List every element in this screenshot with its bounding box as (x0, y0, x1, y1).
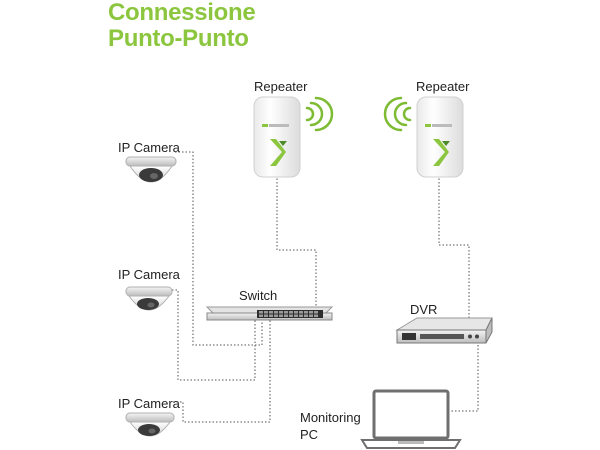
link-camera3-switch (173, 320, 271, 423)
dome-camera-icon (125, 156, 177, 183)
connection-lines (172, 151, 479, 423)
repeater-right-label: Repeater (416, 79, 470, 94)
monitoring-pc-label-line-1: Monitoring (300, 410, 361, 425)
laptop-icon (360, 389, 462, 449)
title-line-1: Connessione (108, 0, 256, 26)
dome-camera-icon (125, 286, 173, 311)
repeater-left-logo-icon (270, 139, 286, 166)
ip-camera-3-label: IP Camera (118, 396, 180, 411)
dvr-recorder-icon (395, 317, 493, 344)
link-switch-repeater-left (276, 175, 317, 307)
network-switch-icon (205, 306, 334, 321)
repeater-left-device (253, 96, 301, 178)
ip-camera-1-label: IP Camera (118, 140, 180, 155)
ip-camera-2-label: IP Camera (118, 267, 180, 282)
switch-label: Switch (239, 288, 278, 303)
link-camera2-switch (172, 289, 256, 381)
repeater-right-logo-icon (433, 139, 449, 166)
repeater-right-device (416, 96, 464, 178)
dome-camera-icon (125, 412, 175, 437)
page-title: Connessione Punto-Punto (108, 0, 256, 52)
link-camera1-switch (175, 151, 263, 346)
wifi-signal-icon (383, 96, 412, 132)
monitoring-pc-label-line-2: PC (300, 427, 319, 442)
dvr-label: DVR (410, 302, 438, 317)
repeater-left-label: Repeater (254, 79, 308, 94)
link-repeater-right-dvr (438, 175, 470, 318)
wifi-signal-icon (305, 96, 334, 132)
link-dvr-pc (448, 345, 479, 412)
title-line-2: Punto-Punto (108, 25, 249, 52)
